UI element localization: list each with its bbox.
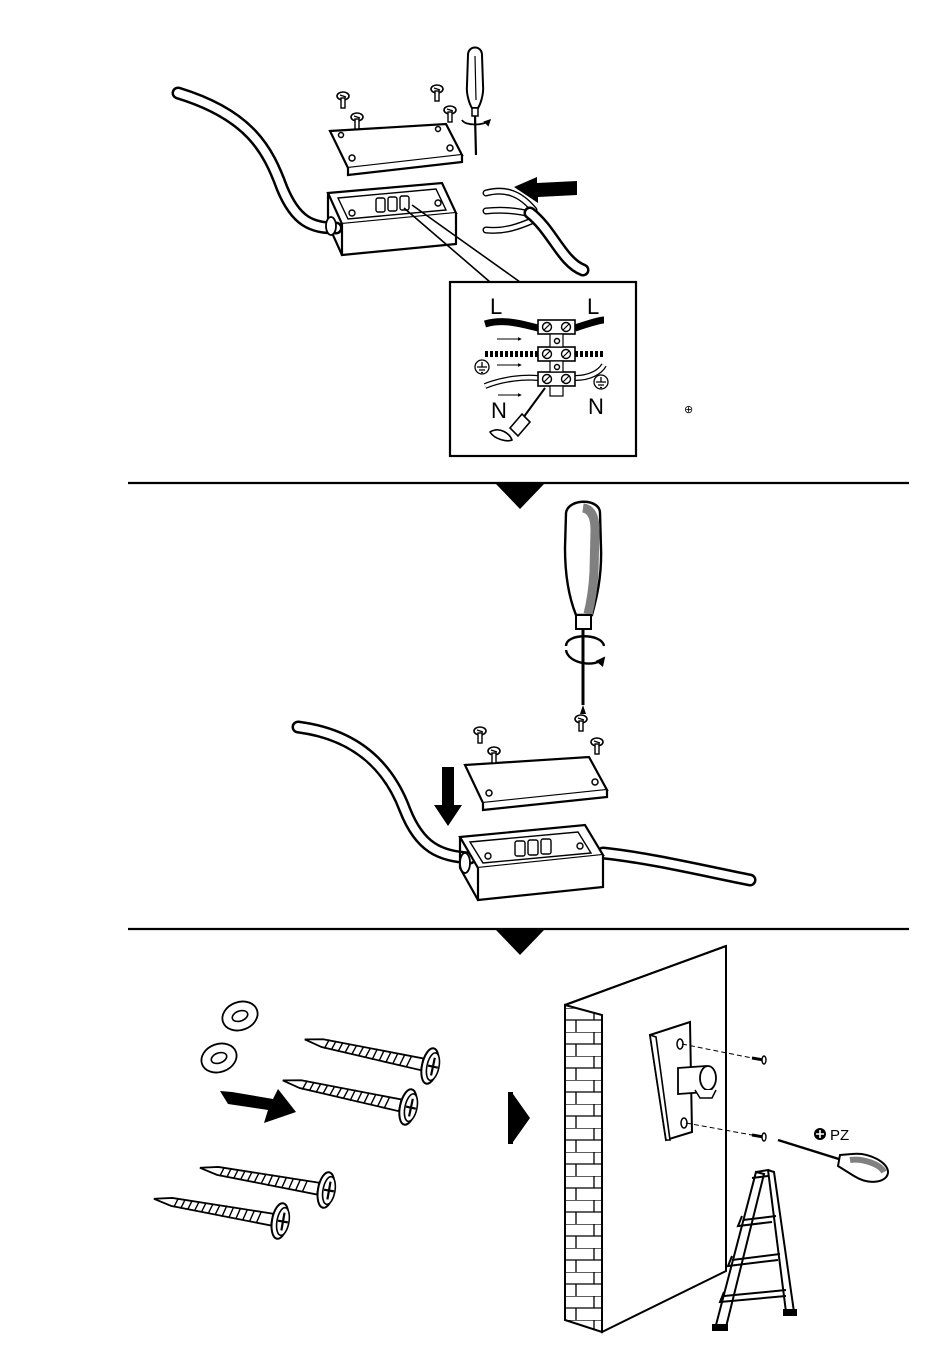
wall-screw-icon	[151, 1181, 292, 1240]
step1-junction-box-lid	[330, 85, 462, 175]
step1-cable-wiring	[178, 93, 336, 228]
wall-screw-icon	[301, 1022, 442, 1086]
lid-screw-icon	[337, 92, 349, 108]
lid-screw-icon	[444, 106, 456, 122]
lid-screw-icon	[474, 727, 486, 743]
step1-terminal-detail: L L N N	[450, 282, 636, 456]
step2-screwdriver-icon	[565, 502, 604, 714]
step1-supply-wires	[486, 177, 583, 270]
lid-screw-icon	[351, 113, 363, 129]
label-live-left: L	[490, 294, 502, 319]
next-step-arrow-icon	[495, 483, 545, 509]
washer-icon	[218, 997, 261, 1036]
step-divider-2	[128, 929, 909, 955]
step2-junction-box-lid	[434, 715, 607, 826]
step3-wall	[565, 946, 726, 1332]
step2-junction-box	[460, 825, 603, 900]
step3-fixings	[151, 997, 443, 1241]
lid-screw-icon	[488, 747, 500, 763]
rotate-arrow-icon	[566, 650, 604, 664]
label-neutral-left: N	[491, 398, 507, 423]
lid-screw-icon	[591, 738, 603, 754]
direction-arrow-icon	[220, 1089, 296, 1123]
pz-text: PZ	[830, 1127, 849, 1144]
earth-note-symbol: ⊕	[684, 404, 693, 416]
lid-screw-icon	[575, 715, 587, 731]
wall-screw-small-icon	[752, 1133, 766, 1141]
step1-screwdriver-icon	[462, 48, 490, 156]
step3-separator-arrow-icon	[508, 1092, 530, 1144]
wall-screw-icon	[197, 1150, 338, 1209]
label-neutral-right: N	[588, 394, 604, 419]
wall-screw-small-icon	[752, 1056, 766, 1064]
down-arrow-icon	[434, 767, 462, 826]
wall-screw-icon	[279, 1063, 420, 1127]
next-step-arrow-icon	[495, 929, 545, 955]
step-divider-1	[128, 483, 909, 509]
pz-label: PZ	[814, 1127, 849, 1144]
washer-icon	[197, 1039, 240, 1078]
label-live-right: L	[587, 294, 599, 319]
lid-screw-icon	[431, 85, 443, 101]
pz-screwdriver-icon	[778, 1140, 888, 1182]
